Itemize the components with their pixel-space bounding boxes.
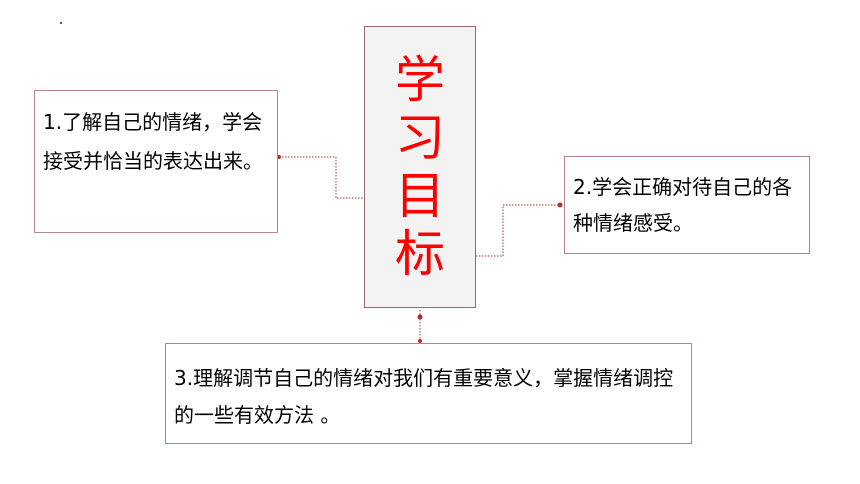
goal-1-box: 1.了解自己的情绪，学会接受并恰当的表达出来。 bbox=[34, 90, 278, 233]
title-char-4: 标 bbox=[395, 225, 445, 283]
corner-dot bbox=[60, 22, 62, 24]
title-char-1: 学 bbox=[395, 51, 445, 109]
connector-dot-goal-3-start bbox=[417, 314, 423, 320]
center-title-box: 学 习 目 标 bbox=[364, 26, 476, 308]
connector-dot-goal-2-end bbox=[557, 202, 563, 208]
goal-2-box: 2.学会正确对待自己的各种情绪感受。 bbox=[564, 156, 810, 254]
goal-2-text: 2.学会正确对待自己的各种情绪感受。 bbox=[573, 175, 793, 235]
title-char-3: 目 bbox=[395, 167, 445, 225]
goal-3-box: 3.理解调节自己的情绪对我们有重要意义，掌握情绪调控的一些有效方法 。 bbox=[165, 343, 692, 444]
goal-3-text: 3.理解调节自己的情绪对我们有重要意义，掌握情绪调控的一些有效方法 。 bbox=[174, 366, 674, 427]
title-char-2: 习 bbox=[395, 109, 445, 167]
goal-1-text: 1.了解自己的情绪，学会接受并恰当的表达出来。 bbox=[43, 110, 263, 173]
